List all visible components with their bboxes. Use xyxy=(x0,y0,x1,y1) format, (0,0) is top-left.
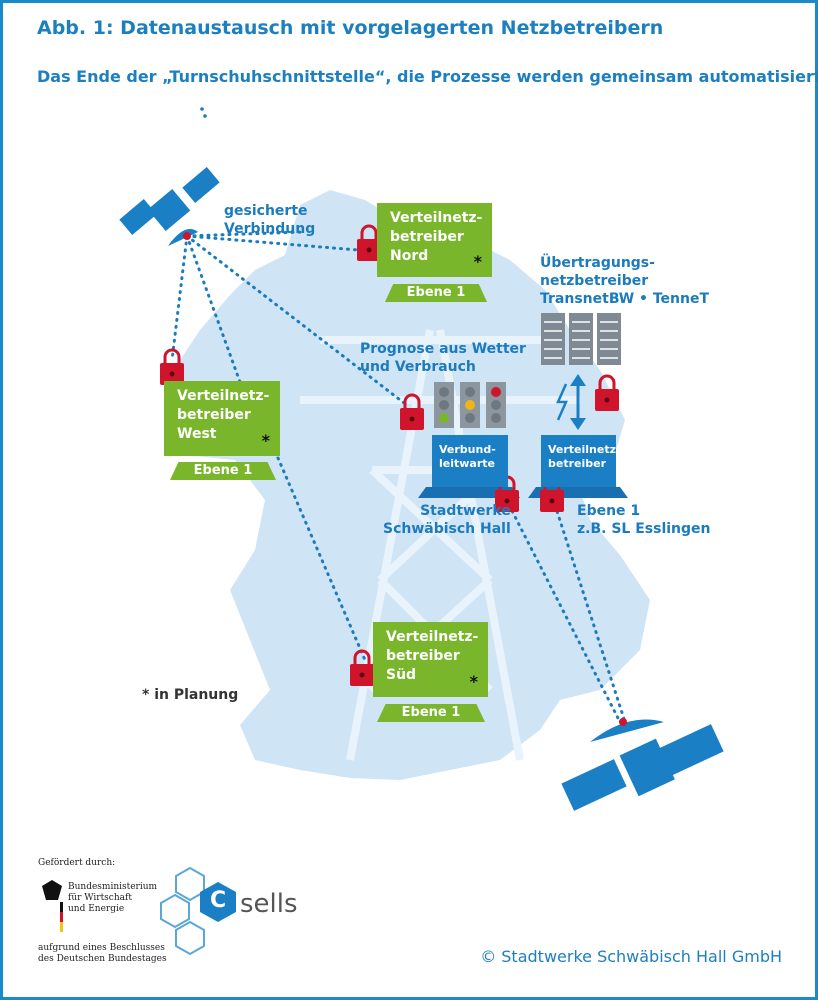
funding-note-line1: aufgrund eines Beschlusses xyxy=(38,943,165,953)
stadtwerke-label: Stadtwerke Schwäbisch Hall xyxy=(383,502,511,538)
figure-title: Abb. 1: Datenaustausch mit vorgelagerten… xyxy=(37,17,664,39)
figure-subtitle: Das Ende der „Turnschuhschnittstelle“, d… xyxy=(37,67,818,86)
stadtwerke-line2: Schwäbisch Hall xyxy=(383,521,511,537)
ministry-line3: und Energie xyxy=(68,904,125,914)
copyright-notice: © Stadtwerke Schwäbisch Hall GmbH xyxy=(480,947,782,966)
funding-note-line2: des Deutschen Bundestages xyxy=(38,954,167,964)
transmission-line1: Übertragungs- xyxy=(540,255,655,271)
federal-eagle-icon xyxy=(42,880,63,932)
operator-nord-line3: Nord xyxy=(390,248,429,264)
stadtwerke-line1: Stadtwerke xyxy=(420,503,511,519)
funding-heading: Gefördert durch: xyxy=(38,858,116,868)
verbund-line1: Verbund- xyxy=(439,443,496,456)
laptop-base-verbund xyxy=(418,487,520,498)
ministry-line2: für Wirtschaft xyxy=(68,893,132,903)
forecast-line2: und Verbrauch xyxy=(360,359,476,375)
secure-connection-line1: gesicherte xyxy=(224,203,308,219)
level-badge-west: Ebene 1 xyxy=(170,462,276,480)
csells-logo-word: sells xyxy=(240,889,298,919)
ministry-name: Bundesministerium für Wirtschaft und Ene… xyxy=(68,882,157,915)
level-badge-sued: Ebene 1 xyxy=(377,704,485,722)
control-center-box: Verbund- leitwarte xyxy=(432,435,508,487)
operator-sued-line1: Verteilnetz- xyxy=(386,629,479,645)
operator-sued-line3: Süd xyxy=(386,667,417,683)
planning-star: * xyxy=(261,431,270,450)
satellite-bottom-icon xyxy=(561,718,724,811)
funding-note: aufgrund eines Beschlusses des Deutschen… xyxy=(38,943,167,965)
operator-nord-line2: betreiber xyxy=(390,229,464,245)
planning-star: * xyxy=(473,252,482,271)
ministry-line1: Bundesministerium xyxy=(68,882,158,892)
lock-icon-transmission xyxy=(595,374,619,411)
secure-connection-line2: Verbindung xyxy=(224,221,316,237)
decor-dot xyxy=(200,107,204,111)
esslingen-line2: z.B. SL Esslingen xyxy=(577,521,711,537)
forecast-label: Prognose aus Wetter und Verbrauch xyxy=(360,340,526,376)
verbund-line2: leitwarte xyxy=(439,457,495,470)
planning-note: * in Planung xyxy=(142,687,239,703)
lock-icons xyxy=(160,224,619,686)
esslingen-label: Ebene 1 z.B. SL Esslingen xyxy=(577,502,711,538)
lock-icon-nord xyxy=(357,224,381,261)
operator-west-line3: West xyxy=(177,426,217,442)
esslingen-box-line2: betreiber xyxy=(548,457,607,470)
csells-logo-letter: C xyxy=(210,888,227,913)
esslingen-box-line1: Verteilnetz- xyxy=(548,443,621,456)
esslingen-line1: Ebene 1 xyxy=(577,503,641,519)
transmission-line2: netzbetreiber xyxy=(540,273,649,289)
satellite-top-icon xyxy=(119,167,220,246)
lock-icon-sued xyxy=(350,649,374,686)
data-exchange-arrow-icon xyxy=(556,374,586,430)
lock-icon-verbund-in xyxy=(400,393,424,430)
lock-icon-west xyxy=(160,348,184,385)
operator-nord-line1: Verteilnetz- xyxy=(390,210,483,226)
csells-logo-icon xyxy=(160,866,236,956)
server-rack-icon xyxy=(541,313,621,365)
level-badge-nord: Ebene 1 xyxy=(385,284,487,302)
operator-box-sued: Verteilnetz- betreiber Süd * xyxy=(373,622,488,697)
operator-sued-line2: betreiber xyxy=(386,648,460,664)
esslingen-box: Verteilnetz- betreiber xyxy=(541,435,621,487)
operator-west-line1: Verteilnetz- xyxy=(177,388,270,404)
traffic-lights-icon xyxy=(434,382,506,428)
transmission-line3: TransnetBW • TenneT xyxy=(540,291,710,307)
secure-connection-label: gesicherte Verbindung xyxy=(224,202,315,238)
decor-dot xyxy=(203,114,207,118)
operator-box-nord: Verteilnetz- betreiber Nord * xyxy=(377,203,492,277)
transmission-operator-label: Übertragungs- netzbetreiber TransnetBW •… xyxy=(540,254,709,308)
forecast-line1: Prognose aus Wetter xyxy=(360,341,526,357)
planning-star: * xyxy=(469,672,478,691)
operator-box-west: Verteilnetz- betreiber West * xyxy=(164,381,280,456)
operator-west-line2: betreiber xyxy=(177,407,251,423)
secure-connection-lines xyxy=(170,230,627,724)
